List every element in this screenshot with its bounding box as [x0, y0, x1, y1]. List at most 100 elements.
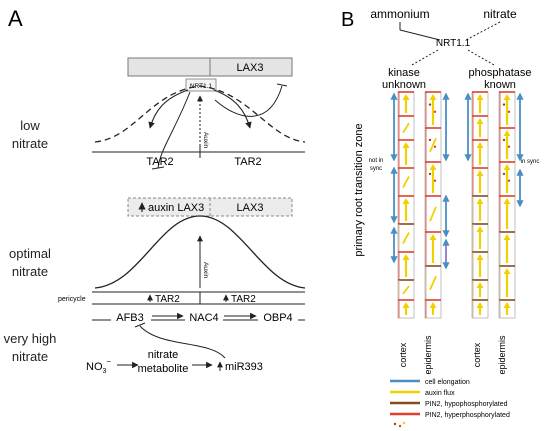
nrt-to-phosphatase	[467, 49, 495, 66]
kinase-cortex-auxin-arrowhead	[402, 94, 410, 100]
kinase-cortex-auxin-arrowhead	[402, 142, 410, 148]
row-low-line2: nitrate	[12, 136, 48, 151]
zone-label: primary root transition zone	[353, 123, 365, 256]
nrt-to-kinase	[411, 49, 439, 66]
phos-epidermis-auxin-arrowhead	[503, 268, 511, 274]
legend-dot-1	[393, 422, 397, 426]
phos-epidermis-pin2-dot	[507, 110, 511, 114]
phos-epidermis-pin2-dot	[502, 138, 506, 142]
phos-epidermis-auxin-arrowhead	[503, 302, 511, 308]
tar2-left-low: TAR2	[146, 156, 173, 168]
epidermis-label-right: epidermis	[497, 335, 507, 375]
kinase-cortex-auxin-flux-diag	[402, 175, 410, 189]
legend: cell elongation auxin flux PIN2, hypopho…	[390, 379, 510, 428]
auxin-curve-optimal	[94, 215, 306, 289]
nac4-bg	[185, 310, 223, 324]
kinase-epidermis-pin2-dot	[428, 103, 432, 106]
tar2-left-optimal: TAR2	[155, 294, 180, 305]
phos-epidermis-pin2-dot	[507, 145, 511, 148]
epidermis-label-left: epidermis	[423, 335, 433, 375]
phosphatase-line2: known	[484, 79, 516, 91]
phos-cortex-auxin-arrowhead	[476, 118, 484, 124]
tar2-inhibit-line	[157, 91, 191, 169]
kinase-cortex-auxin-arrowhead	[402, 198, 410, 204]
afb3-bg	[111, 310, 151, 324]
phos-epidermis-auxin-arrowhead	[503, 198, 511, 204]
in-sync-label: in sync	[521, 159, 540, 165]
legend-pin2-hyper: PIN2, hyperphosphorylated	[425, 412, 510, 419]
auxin-curve-low	[94, 85, 306, 143]
kinase-line2: unknown	[382, 79, 426, 91]
phos-cortex-auxin-arrowhead	[476, 302, 484, 308]
cortex-label-right: cortex	[472, 342, 482, 367]
nac4-label: NAC4	[189, 312, 218, 324]
kinase-cortex-auxin-arrowhead	[402, 254, 410, 260]
phos-epidermis-auxin-arrowhead	[503, 234, 511, 240]
panel-b-label: B	[341, 9, 354, 31]
nitrate-label-b: nitrate	[483, 7, 517, 21]
phos-epidermis-pin2-dot	[502, 103, 506, 106]
mir393-label: miR393	[225, 361, 263, 373]
nrt-label-b: NRT1.1	[436, 38, 471, 49]
cortex-label-left: cortex	[398, 342, 408, 367]
legend-dot-2	[398, 424, 402, 428]
kinase-cortex-auxin-flux-diag	[402, 122, 410, 134]
kinase-epidermis-auxin-arrowhead	[429, 302, 437, 308]
phos-cortex-auxin-arrowhead	[476, 170, 484, 176]
ammonium-to-nrt	[399, 29, 441, 41]
auxin-label-optimal: Auxin	[202, 262, 209, 279]
mir393-inhibit-line	[139, 325, 226, 359]
nrt-arrow-left	[148, 89, 189, 129]
nitrate-to-nrt	[465, 21, 501, 41]
metabolite-line1: nitrate	[148, 349, 179, 361]
obp4-bg	[258, 310, 298, 324]
phos-epidermis-pin2-dot	[502, 172, 506, 176]
kinase-epidermis-pin2-dot	[433, 110, 437, 114]
phos-epidermis-auxin-arrowhead	[503, 94, 511, 100]
kinase-line1: kinase	[388, 67, 420, 79]
kinase-cortex-auxin-flux-diag	[402, 231, 410, 245]
kinase-epidermis-pin2-dot	[433, 145, 437, 148]
lax3-label-low: LAX3	[237, 62, 264, 74]
phos-cortex-auxin-arrowhead	[476, 254, 484, 260]
lax3-label-optimal: LAX3	[237, 202, 264, 214]
tar2-right-optimal: TAR2	[231, 294, 256, 305]
auxin-label-low: Auxin	[202, 132, 209, 149]
phos-epidermis-pin2-dot	[507, 179, 511, 182]
lax3-inhibit-line	[214, 85, 283, 117]
legend-cell-elongation: cell elongation	[425, 379, 470, 386]
phos-cortex-auxin-arrowhead	[476, 94, 484, 100]
kinase-epidermis-pin2-dot	[428, 138, 432, 142]
nrt-box-low	[185, 78, 217, 92]
legend-auxin-flux: auxin flux	[425, 390, 455, 397]
obp4-label: OBP4	[263, 312, 292, 324]
nrt-arrow-right	[213, 89, 252, 129]
kinase-epidermis-auxin-arrowhead	[429, 164, 437, 170]
no3-label: NO3−	[86, 357, 111, 375]
kinase-epidermis-auxin-flux-diag	[429, 137, 437, 153]
ammonium-label: ammonium	[370, 7, 429, 21]
lax3-inhibit-bar	[276, 83, 288, 87]
row-optimal-line2: nitrate	[12, 264, 48, 279]
panel-a-label: A	[8, 6, 23, 31]
kinase-epidermis-auxin-arrowhead	[429, 94, 437, 100]
row-veryhigh-line2: nitrate	[12, 349, 48, 364]
kinase-epidermis-auxin-flux-diag	[429, 275, 437, 291]
phos-cortex-auxin-arrowhead	[476, 226, 484, 232]
phos-cortex-auxin-arrowhead	[476, 198, 484, 204]
phos-epidermis-auxin-arrowhead	[503, 130, 511, 136]
phos-cortex-auxin-arrowhead	[476, 282, 484, 288]
phos-cortex-auxin-arrowhead	[476, 142, 484, 148]
legend-pin2-hypo: PIN2, hypophosphorylated	[425, 401, 508, 408]
row-veryhigh-line1: very high	[4, 331, 57, 346]
cell-columns	[390, 91, 524, 319]
auxin-lax3-label: auxin LAX3	[148, 202, 204, 214]
row-low-line1: low	[20, 118, 40, 133]
kinase-epidermis-auxin-flux-diag	[429, 206, 437, 222]
phos-epidermis-auxin-arrowhead	[503, 164, 511, 170]
kinase-cortex-auxin-flux-diag	[402, 285, 410, 295]
pericycle-label: pericycle	[58, 296, 86, 303]
tar2-right-low: TAR2	[234, 156, 261, 168]
